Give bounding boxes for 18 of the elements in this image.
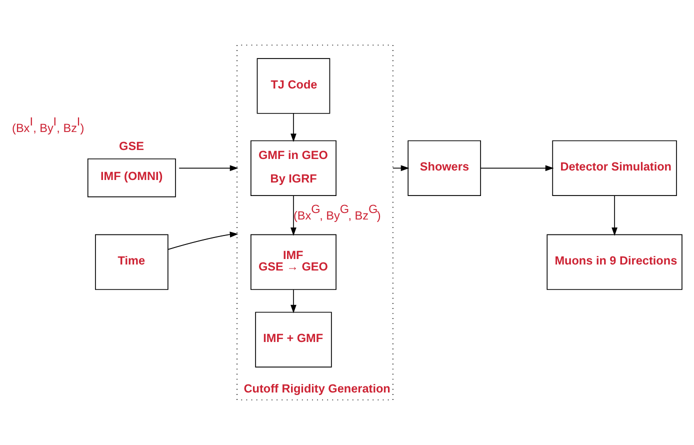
arrow — [480, 165, 554, 172]
arrow — [168, 232, 238, 250]
node-label: GSE — [119, 140, 144, 153]
node-box: IMF + GMF — [255, 312, 332, 368]
arrow — [612, 195, 618, 236]
node-box: Muons in 9 Directions — [546, 234, 682, 290]
node-box: Time — [95, 234, 168, 290]
arrow — [290, 195, 296, 236]
arrow — [392, 165, 410, 172]
node-box: IMF GSE → GEO — [250, 234, 336, 290]
node-box: GMF in GEO By IGRF — [250, 140, 336, 196]
arrow — [290, 112, 296, 142]
node-box: Detector Simulation — [552, 140, 677, 196]
arrow — [290, 289, 296, 314]
node-box: TJ Code — [256, 58, 330, 114]
node-box: Showers — [408, 140, 481, 196]
arrow — [178, 165, 238, 172]
node-box: IMF (OMNI) — [87, 158, 176, 198]
